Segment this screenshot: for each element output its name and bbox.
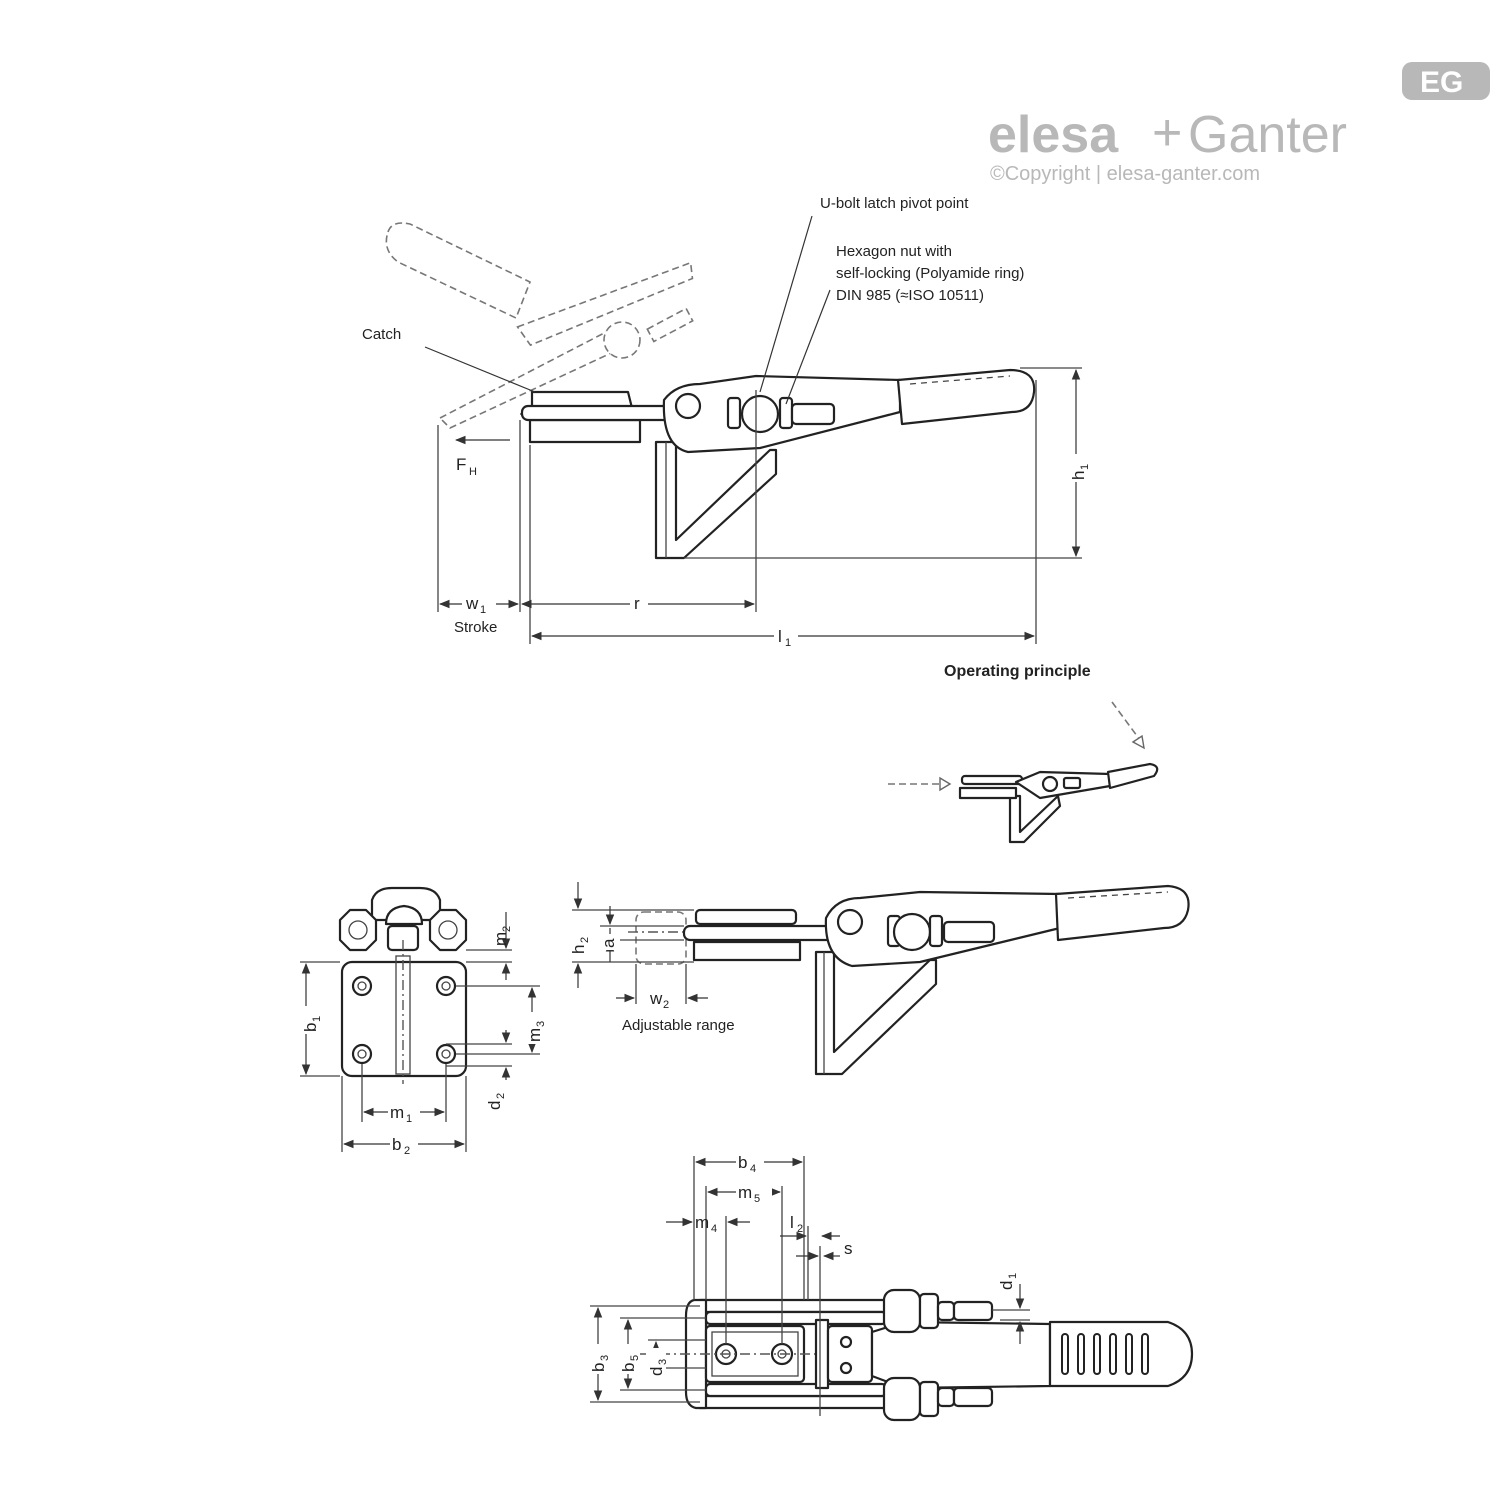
side-view-adjustable: h 2 a w 2 Adjustable range	[568, 882, 1190, 1076]
dim-b2-sub: 2	[404, 1145, 410, 1157]
hex-nut-left-icon	[338, 908, 378, 952]
dim-d2-sub: 2	[495, 1093, 507, 1099]
dim-m3-sub: 3	[535, 1021, 547, 1027]
top-nut-icon	[882, 1288, 922, 1334]
dim-m2-label: m	[491, 932, 510, 946]
dim-h2-sub: 2	[579, 937, 591, 943]
mounting-bracket	[654, 440, 778, 560]
dimensions-top: F H w 1 Stroke r l 1 h 1	[437, 367, 1091, 649]
dim-d1-sub: 1	[1007, 1273, 1019, 1279]
hex-nut-right-icon	[428, 908, 468, 952]
dim-m5-label: m	[738, 1183, 752, 1202]
dim-w2-label: w	[649, 989, 663, 1008]
dim-h1-sub: 1	[1079, 464, 1091, 470]
section-operating-principle: Operating principle	[944, 663, 1091, 680]
dim-b3-sub: 3	[599, 1355, 611, 1361]
dim-b2-label: b	[392, 1135, 401, 1154]
dim-b5-label: b	[619, 1363, 638, 1372]
dim-b1-label: b	[301, 1023, 320, 1032]
catch-plate	[528, 418, 642, 444]
callout-nut-line2: self-locking (Polyamide ring)	[836, 265, 1024, 282]
base-plate	[340, 960, 468, 1078]
dim-m4-label: m	[695, 1213, 709, 1232]
dim-m4-sub: 4	[711, 1223, 717, 1235]
callout-catch: Catch	[362, 326, 401, 343]
brand-copyright: ©Copyright | elesa-ganter.com	[990, 163, 1260, 185]
dim-m2-sub: 2	[501, 926, 513, 932]
dim-h1-label: h	[1069, 471, 1088, 480]
brand-plus: +	[1152, 104, 1182, 162]
brand-badge-icon: EG	[1402, 62, 1490, 100]
dim-l1-sub: 1	[785, 637, 791, 649]
dim-w2-sub: 2	[663, 999, 669, 1011]
bottom-nut-icon	[882, 1376, 922, 1422]
dim-b4-sub: 4	[750, 1163, 756, 1175]
dim-w1-label: w	[465, 594, 479, 613]
dim-b4-label: b	[738, 1153, 747, 1172]
threaded-end	[790, 402, 836, 426]
dim-m1-sub: 1	[406, 1113, 412, 1125]
dim-d3-label: d	[647, 1367, 666, 1376]
dim-s-label: s	[844, 1239, 853, 1258]
end-view: b 1 m 2 m 3 d 2 m 1 b 2	[300, 886, 547, 1157]
brand-name-elesa: elesa	[988, 106, 1119, 164]
dim-d3-sub: 3	[657, 1359, 669, 1365]
brand-name-ganter: Ganter	[1188, 106, 1347, 164]
handle-grip-plan	[1048, 1320, 1194, 1388]
brand-badge-text: EG	[1420, 66, 1463, 99]
callout-nut-line3: DIN 985 (≈ISO 10511)	[836, 287, 984, 304]
adjust-ball	[740, 394, 780, 434]
handle-grip	[896, 368, 1036, 426]
brand-logo: elesa + Ganter ©Copyright | elesa-ganter…	[988, 62, 1490, 185]
open-position-ghost	[385, 222, 694, 429]
operating-principle: Operating principle	[888, 663, 1159, 844]
dim-m1-label: m	[390, 1103, 404, 1122]
dim-l2-label: l	[790, 1213, 794, 1232]
dim-w1-sub: 1	[480, 604, 486, 616]
dim-d2-label: d	[485, 1101, 504, 1110]
dim-b1-sub: 1	[311, 1016, 323, 1022]
callout-nut-line1: Hexagon nut with	[836, 243, 952, 260]
dim-b3-label: b	[589, 1363, 608, 1372]
caption-stroke: Stroke	[454, 619, 497, 636]
callouts: Catch U-bolt latch pivot point Hexagon n…	[362, 195, 1024, 405]
dim-r-label: r	[634, 594, 640, 613]
dim-force-label: F	[456, 455, 466, 474]
side-view-main	[385, 222, 1036, 560]
dim-l2-sub: 2	[797, 1223, 803, 1235]
callout-pivot: U-bolt latch pivot point	[820, 195, 969, 212]
dim-d1-label: d	[997, 1281, 1016, 1290]
dim-b5-sub: 5	[629, 1355, 641, 1361]
dim-force-sub: H	[469, 466, 477, 478]
dim-m5-sub: 5	[754, 1193, 760, 1205]
caption-adjustable-range: Adjustable range	[622, 1017, 735, 1034]
plan-view: b 4 m 5 m 4 l 2 s d 1 b 3	[588, 1150, 1194, 1422]
dim-l1-label: l	[778, 627, 782, 646]
dim-a-label: a	[599, 938, 618, 948]
dim-h2-label: h	[569, 945, 588, 954]
dim-m3-label: m	[525, 1028, 544, 1042]
